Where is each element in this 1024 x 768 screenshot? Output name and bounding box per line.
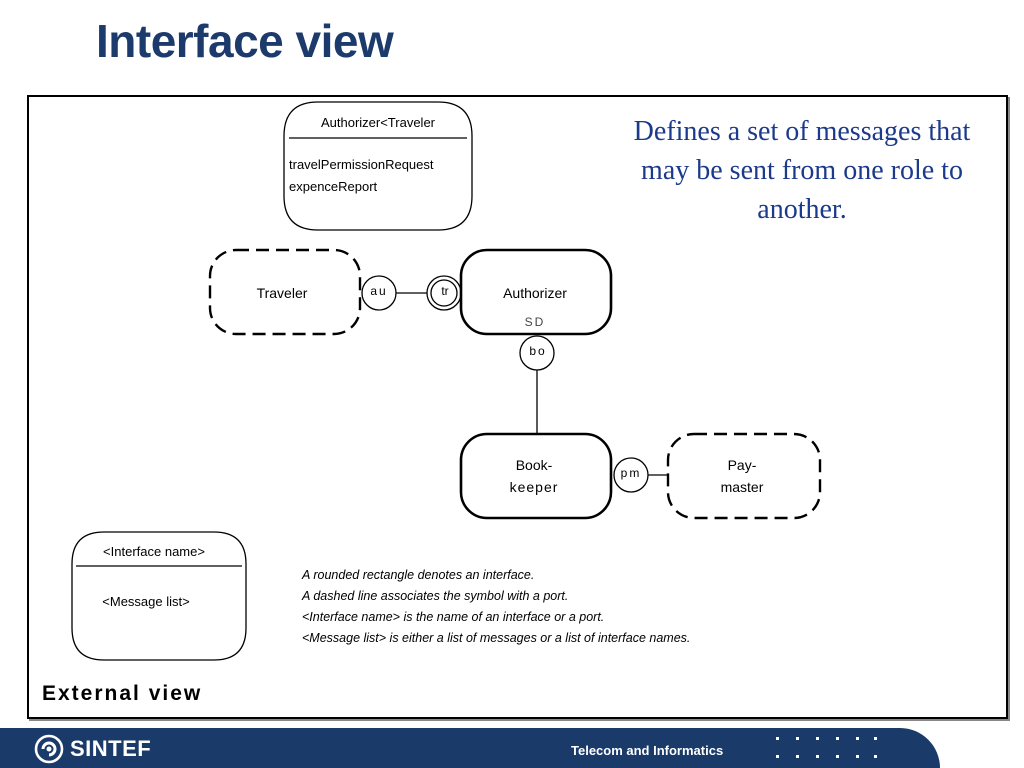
port-au-label: au	[370, 284, 387, 298]
footer: SINTEF Telecom and Informatics	[0, 728, 1024, 768]
port-tr-label: tr	[441, 284, 448, 298]
diagram-frame	[27, 95, 1008, 719]
note-line: <Message list> is either a list of messa…	[302, 631, 690, 645]
message-item: expenceReport	[289, 179, 378, 194]
legend-notes: A rounded rectangle denotes an interface…	[301, 568, 690, 645]
legend-message-list: <Message list>	[102, 594, 189, 609]
logo-text: SINTEF	[70, 736, 152, 761]
paymaster-role: Pay- master	[666, 432, 822, 520]
note-line: A rounded rectangle denotes an interface…	[301, 568, 534, 582]
bookkeeper-label-line1: Book-	[516, 457, 553, 473]
message-item: travelPermissionRequest	[289, 157, 434, 172]
authorizer-role: Authorizer SD	[459, 248, 613, 336]
page-title: Interface view	[96, 15, 394, 67]
callout-text: Defines a set of messages that may be se…	[633, 116, 971, 225]
sintef-logo-icon	[34, 734, 64, 764]
authorizer-label: Authorizer	[503, 285, 567, 301]
port-pm-label: pm	[621, 466, 642, 480]
bookkeeper-role: Book- keeper	[459, 432, 613, 520]
port-bo-label: bo	[529, 344, 546, 358]
authorizer-sd-label: SD	[525, 315, 546, 329]
paymaster-label-line2: master	[721, 479, 764, 495]
paymaster-label-line1: Pay-	[728, 457, 757, 473]
note-line: <Interface name> is the name of an inter…	[302, 610, 604, 624]
sintef-logo: SINTEF	[34, 734, 151, 764]
traveler-role: Traveler	[208, 248, 362, 336]
footer-bar: SINTEF Telecom and Informatics	[0, 728, 940, 768]
port-bo: bo	[519, 335, 555, 371]
interface-definition-box: Authorizer<Traveler travelPermissionRequ…	[283, 101, 473, 231]
port-pm: pm	[613, 457, 649, 493]
legend-interface-box: <Interface name> <Message list>	[71, 531, 247, 661]
interface-name-text: Authorizer<Traveler	[321, 115, 436, 130]
port-tr: tr	[426, 275, 462, 311]
external-view-label: External view	[42, 682, 202, 705]
traveler-label: Traveler	[257, 285, 308, 301]
decorative-dots-icon	[776, 737, 877, 758]
bookkeeper-label-line2: keeper	[510, 479, 559, 495]
legend-interface-name: <Interface name>	[103, 544, 205, 559]
note-line: A dashed line associates the symbol with…	[301, 589, 568, 603]
footer-caption: Telecom and Informatics	[571, 743, 724, 758]
port-au: au	[361, 275, 397, 311]
